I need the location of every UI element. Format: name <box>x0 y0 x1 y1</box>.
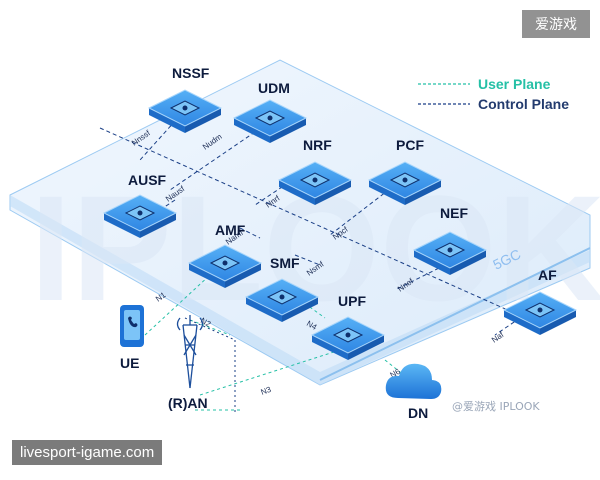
legend-user-plane-label: User Plane <box>478 76 551 92</box>
smf-function-icon <box>279 294 285 300</box>
node-nssf <box>147 89 223 133</box>
pcf-function-icon <box>402 177 408 183</box>
amf-function-icon <box>222 260 228 266</box>
node-label-nssf: NSSF <box>172 65 210 81</box>
iface-n3: N3 <box>260 385 273 397</box>
node-pcf <box>367 161 443 205</box>
watermark-logo: @爱游戏 IPLOOK <box>452 400 540 413</box>
node-amf <box>187 244 263 288</box>
nrf-function-icon <box>312 177 318 183</box>
node-udm <box>232 99 308 143</box>
node-label-nrf: NRF <box>303 137 332 153</box>
node-label-ausf: AUSF <box>128 172 167 188</box>
5gc-boundary-line <box>319 247 591 381</box>
upf-function-icon <box>345 332 351 338</box>
node-ausf <box>102 194 178 238</box>
af-function-icon <box>537 307 543 313</box>
ausf-function-icon <box>137 210 143 216</box>
node-label-dn: DN <box>408 405 428 421</box>
n2-link <box>184 317 236 412</box>
legend-control-plane-label: Control Plane <box>478 96 569 112</box>
node-label-smf: SMF <box>270 255 300 271</box>
node-label-ue: UE <box>120 355 139 371</box>
legend: User Plane Control Plane <box>418 76 569 112</box>
core-platform <box>9 59 591 386</box>
node-label-udm: UDM <box>258 80 290 96</box>
node-smf <box>244 278 320 322</box>
node-upf <box>310 316 386 360</box>
watermark-top-right: 爱游戏 <box>522 10 590 38</box>
udm-function-icon <box>267 115 273 121</box>
node-label-af: AF <box>538 267 557 283</box>
node-label-pcf: PCF <box>396 137 424 153</box>
node-label-amf: AMF <box>215 222 246 238</box>
ue-phone-icon <box>120 305 144 347</box>
ran-tower-icon <box>176 315 204 389</box>
node-label-upf: UPF <box>338 293 366 309</box>
nssf-function-icon <box>182 105 188 111</box>
node-nrf <box>277 161 353 205</box>
node-label-ran: (R)AN <box>168 395 208 411</box>
node-nef <box>412 231 488 275</box>
watermark-bottom-left: livesport-igame.com <box>12 440 163 465</box>
node-label-nef: NEF <box>440 205 468 221</box>
nef-function-icon <box>447 247 453 253</box>
node-af <box>502 291 578 335</box>
dn-cloud-icon <box>385 363 442 399</box>
